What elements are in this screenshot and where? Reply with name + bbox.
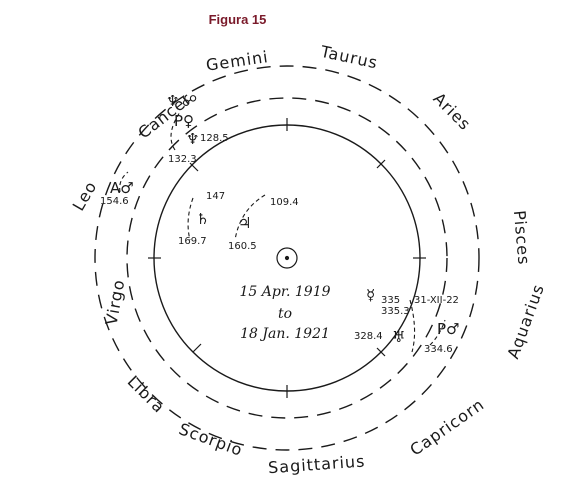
sign-aries: Aries xyxy=(430,89,475,134)
sign-pisces: Pisces xyxy=(510,210,534,267)
jupiter-label-bottom: 160.5 xyxy=(228,241,257,252)
jupiter-label-top: 109.4 xyxy=(270,197,299,208)
mercury-glyph: ☿ xyxy=(366,286,375,304)
jupiter-glyph: ♃ xyxy=(238,214,251,232)
sign-capricorn: Capricorn xyxy=(406,395,487,460)
saturn-label-top: 147 xyxy=(206,191,225,202)
mars-label: 154.6 xyxy=(100,196,129,207)
figure-title: Figura 15 xyxy=(208,12,267,27)
saturn-label-bottom: 169.7 xyxy=(178,236,207,247)
neptune-glyph-top: ♆ xyxy=(166,92,179,110)
mars-leader xyxy=(119,171,129,193)
neptune-leader xyxy=(170,111,181,151)
pluto-mars-leader xyxy=(429,319,446,346)
tick-lower-right xyxy=(376,347,386,357)
saturn-glyph: ♄ xyxy=(196,210,209,228)
opposition-glyph: ☍ xyxy=(182,92,197,110)
tick-upper-right xyxy=(376,159,386,169)
pluto-mars-label: 334.6 xyxy=(424,344,453,355)
sun-dot xyxy=(284,255,290,261)
uranus-glyph: ♅ xyxy=(392,328,405,346)
sign-taurus: Taurus xyxy=(318,42,380,73)
sign-sagittarius: Sagittarius xyxy=(267,452,366,478)
center-line-2: to xyxy=(278,306,292,322)
sign-aquarius: Aquarius xyxy=(503,281,548,361)
ascendant-mars-glyph: A♂ xyxy=(110,179,134,197)
sign-libra: Libra xyxy=(124,372,169,417)
sun-circle xyxy=(276,247,298,269)
neptune-label: 128.5 xyxy=(200,133,229,144)
middle-dashed-circle xyxy=(126,97,448,419)
sign-scorpio: Scorpio xyxy=(176,419,245,460)
jupiter-arc xyxy=(234,194,266,241)
saturn-arc xyxy=(187,197,194,241)
center-line-3: 18 Jan. 1921 xyxy=(240,326,330,342)
pluto-mars-glyph: P♂ xyxy=(437,320,460,338)
uranus-label: 328.4 xyxy=(354,331,383,342)
mercury-label-lower: 335.3 xyxy=(381,306,410,317)
pluto-venus-glyph: P♀ xyxy=(174,112,194,130)
center-line-1: 15 Apr. 1919 xyxy=(239,284,330,300)
tick-upper-left xyxy=(189,162,199,172)
neptune-label-lower: 132.3 xyxy=(168,154,197,165)
mercury-date-label: 31-XII-22 xyxy=(414,295,459,306)
tick-lower-left xyxy=(192,343,202,353)
sign-gemini: Gemini xyxy=(205,47,270,75)
mercury-leader xyxy=(409,299,416,353)
sign-virgo: Virgo xyxy=(102,278,129,327)
sign-leo: Leo xyxy=(69,178,101,215)
mercury-label: 335 xyxy=(381,295,400,306)
neptune-glyph: ♆ xyxy=(186,130,199,148)
outer-dashed-circle xyxy=(94,65,480,451)
